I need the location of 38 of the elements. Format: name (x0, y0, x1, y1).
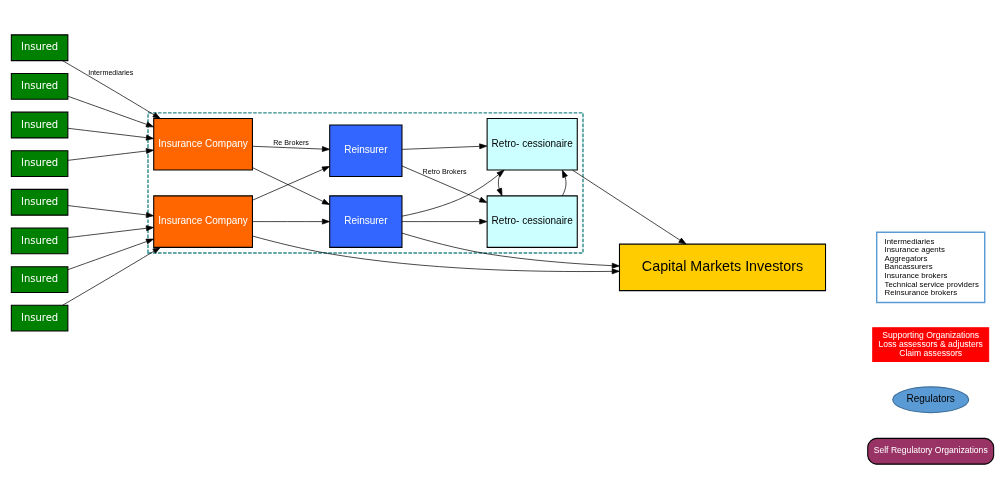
node-box: Retro- cessionaire (486, 118, 578, 171)
node-box: Insured (10, 188, 69, 216)
node-box: Insured (10, 227, 69, 255)
node-box: Supporting Organizations Loss assessors & adjusters Claim assessors (872, 327, 990, 362)
arrow (252, 235, 620, 275)
node-box: Reinsurer (329, 124, 403, 178)
arrow (252, 218, 330, 225)
arrow (67, 238, 154, 270)
arrow (401, 165, 488, 203)
arrow (62, 60, 161, 119)
node-box: Insured (10, 304, 69, 332)
arrow (401, 232, 620, 269)
arrow (67, 225, 154, 238)
arrow (401, 143, 488, 150)
arrow (67, 127, 154, 141)
arrow (67, 148, 154, 161)
node-box: Retro- cessionaire (486, 195, 578, 248)
arrow (62, 247, 161, 306)
arrow (496, 169, 503, 196)
node-ellipse: Regulators (892, 386, 970, 414)
node-box: Insured (10, 111, 69, 139)
node-box: Insured (10, 72, 69, 100)
node-box: Insured (10, 34, 69, 62)
arrow (561, 169, 568, 196)
arrow (401, 169, 505, 217)
node-box: Capital Markets Investors (618, 243, 827, 292)
node-box: Insurance Company (153, 118, 253, 171)
arrow (252, 145, 330, 152)
arrow (401, 218, 488, 225)
node-box: Intermediaries Insurance agents Aggregators Bancassurers Insurance brokers Technical service providers Reinsurance brokers (875, 231, 986, 304)
node-box: Insured (10, 266, 69, 293)
node-box: Self Regulatory Organizations (867, 437, 995, 465)
node-box: Insured (10, 150, 69, 178)
node-box: Insurance Company (153, 195, 253, 248)
arrow (67, 205, 154, 218)
node-box: Reinsurer (329, 195, 403, 248)
arrow (572, 169, 687, 245)
arrow (67, 95, 154, 128)
